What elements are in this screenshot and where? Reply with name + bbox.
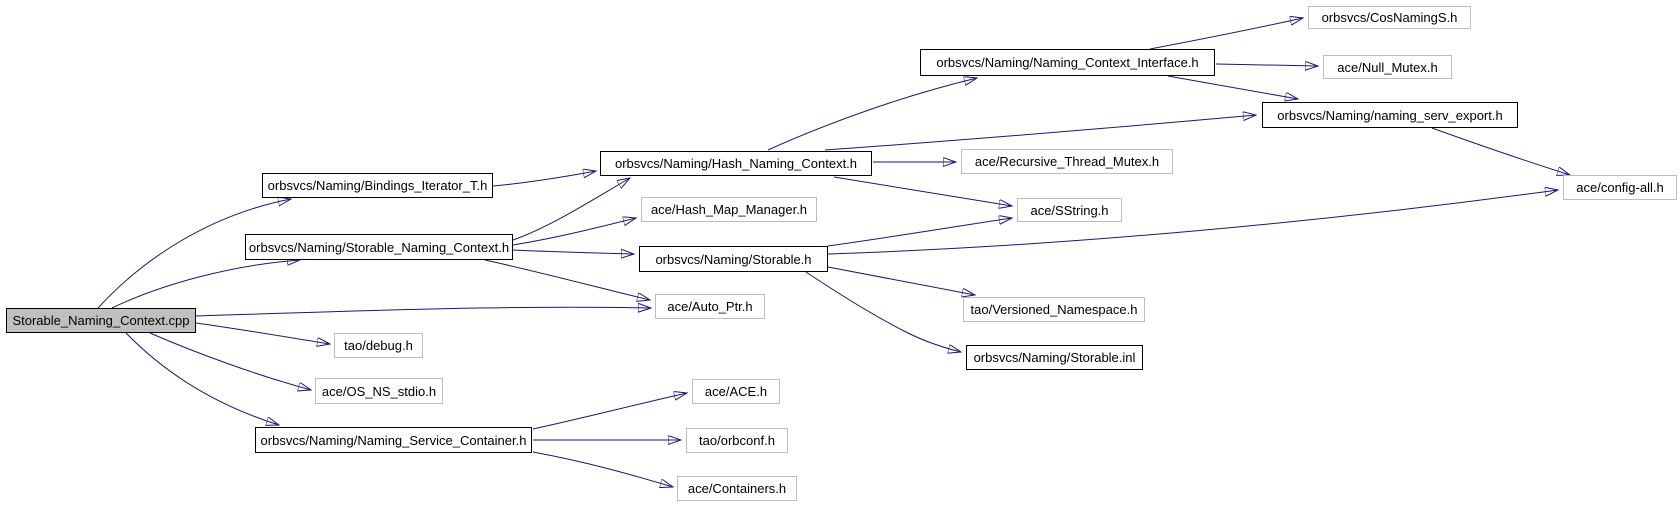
node-debug-h: tao/debug.h (334, 333, 423, 358)
node-os-ns-stdio-h: ace/OS_NS_stdio.h (315, 378, 443, 404)
edge-nsc-ace-h (532, 393, 687, 430)
node-naming-serv-export-h[interactable]: orbsvcs/Naming/naming_serv_export.h (1262, 102, 1518, 128)
edge-storable-h-storable-inl (805, 271, 961, 352)
node-storable-naming-context-cpp: Storable_Naming_Context.cpp (6, 308, 196, 333)
edge-bindings-hash-ctx (492, 171, 596, 187)
node-naming-context-interface-h[interactable]: orbsvcs/Naming/Naming_Context_Interface.… (920, 49, 1215, 76)
edge-nsc-containers (532, 451, 673, 487)
edge-hash-ctx-serv-export (824, 115, 1256, 151)
node-hash-map-manager-h: ace/Hash_Map_Manager.h (641, 197, 817, 222)
edge-snc-h-auto-ptr (484, 259, 650, 300)
edge-cpp-os-ns-stdio (149, 332, 311, 390)
edge-storable-h-versioned (827, 266, 975, 295)
edge-serv-export-config-all (1431, 127, 1570, 175)
node-auto-ptr-h: ace/Auto_Ptr.h (655, 294, 765, 319)
node-cosnamings-h: orbsvcs/CosNamingS.h (1308, 6, 1471, 29)
edge-hash-ctx-nci (767, 78, 977, 151)
node-storable-h[interactable]: orbsvcs/Naming/Storable.h (639, 246, 828, 272)
node-naming-service-container-h[interactable]: orbsvcs/Naming/Naming_Service_Container.… (255, 427, 532, 453)
edge-hash-ctx-sstring (833, 176, 1012, 206)
edge-nci-cosnamings (1149, 18, 1303, 50)
edge-snc-h-hash-map (512, 218, 636, 246)
node-config-all-h: ace/config-all.h (1563, 175, 1677, 200)
edge-snc-h-storable-h (512, 250, 634, 254)
node-sstring-h: ace/SString.h (1017, 198, 1122, 222)
edge-snc-h-hash-ctx (512, 178, 630, 241)
edge-cpp-debug (195, 322, 330, 344)
node-containers-h: ace/Containers.h (677, 476, 797, 501)
node-bindings-iterator-t-h[interactable]: orbsvcs/Naming/Bindings_Iterator_T.h (262, 173, 493, 198)
edge-cpp-snc-h (111, 260, 300, 309)
node-storable-inl[interactable]: orbsvcs/Naming/Storable.inl (966, 345, 1143, 370)
node-storable-naming-context-h[interactable]: orbsvcs/Naming/Storable_Naming_Context.h (245, 234, 513, 260)
edge-nci-null-mutex (1215, 64, 1318, 66)
edge-cpp-bindings (97, 199, 291, 309)
node-hash-naming-context-h[interactable]: orbsvcs/Naming/Hash_Naming_Context.h (600, 151, 872, 176)
node-ace-h: ace/ACE.h (692, 379, 780, 404)
edge-cpp-nsc (125, 332, 279, 425)
edge-storable-h-config-all (827, 190, 1558, 255)
node-null-mutex-h: ace/Null_Mutex.h (1323, 55, 1452, 79)
edge-cpp-auto-ptr (195, 307, 651, 317)
node-recursive-thread-mutex-h: ace/Recursive_Thread_Mutex.h (961, 149, 1173, 174)
edge-storable-h-sstring (827, 218, 1012, 247)
node-orbconf-h: tao/orbconf.h (686, 428, 788, 453)
edge-nci-serv-export (1167, 75, 1298, 99)
node-versioned-namespace-h: tao/Versioned_Namespace.h (963, 297, 1145, 322)
